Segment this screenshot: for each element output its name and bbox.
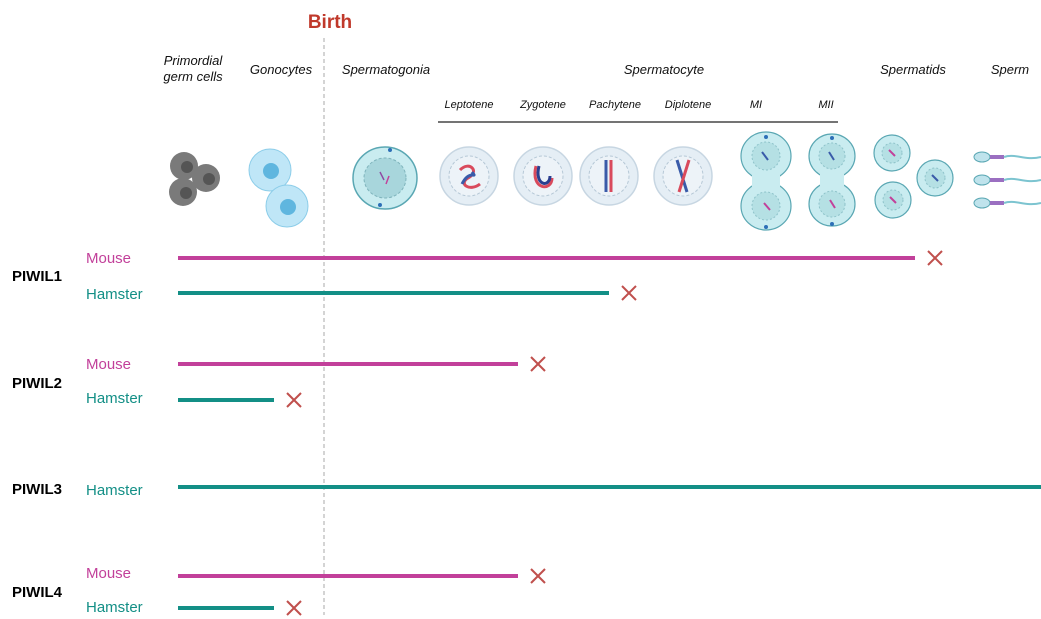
stage-label-sperm: Sperm <box>991 62 1029 77</box>
gonocytes-illustration <box>249 149 308 227</box>
stage-label-pgc-line1: Primordial <box>164 53 224 68</box>
species-label-piwil4-mouse: Mouse <box>86 565 131 582</box>
spermatogonia-illustration <box>353 147 417 209</box>
species-label-piwil2-hamster: Hamster <box>86 390 143 407</box>
species-label-piwil1-hamster: Hamster <box>86 286 143 303</box>
end-marker-piwil4-hamster <box>287 601 301 615</box>
meiosis-two-cell-illustration <box>809 134 855 226</box>
birth-label: Birth <box>308 12 352 33</box>
end-marker-piwil2-mouse <box>531 357 545 371</box>
zygotene-cell-illustration <box>514 147 572 205</box>
leptotene-cell-illustration <box>440 147 498 205</box>
end-marker-piwil1-hamster <box>622 286 636 300</box>
spermatids-illustration <box>874 135 953 218</box>
substage-mii: MII <box>818 99 833 111</box>
species-label-piwil3-hamster: Hamster <box>86 482 143 499</box>
end-marker-piwil4-mouse <box>531 569 545 583</box>
end-marker-piwil2-hamster <box>287 393 301 407</box>
substage-zygotene: Zygotene <box>519 99 566 111</box>
sperm-illustration <box>974 152 1041 208</box>
meiosis-one-cell-illustration <box>741 132 791 230</box>
gene-label-piwil3: PIWIL3 <box>12 481 62 498</box>
stage-label-spermatocyte: Spermatocyte <box>624 62 704 77</box>
substage-mi: MI <box>750 99 762 111</box>
species-label-piwil4-hamster: Hamster <box>86 599 143 616</box>
stage-label-pgc-line2: germ cells <box>163 69 223 84</box>
substage-leptotene: Leptotene <box>445 99 494 111</box>
diplotene-cell-illustration <box>654 147 712 205</box>
expression-bars <box>178 251 1041 615</box>
gene-label-piwil4: PIWIL4 <box>12 584 63 601</box>
species-label-piwil2-mouse: Mouse <box>86 356 131 373</box>
gene-label-piwil1: PIWIL1 <box>12 268 62 285</box>
stage-label-spermatids: Spermatids <box>880 62 946 77</box>
end-marker-piwil1-mouse <box>928 251 942 265</box>
substage-diplotene: Diplotene <box>665 99 711 111</box>
substage-pachytene: Pachytene <box>589 99 641 111</box>
stage-label-spermatogonia: Spermatogonia <box>342 62 430 77</box>
gene-label-piwil2: PIWIL2 <box>12 375 62 392</box>
stage-label-gonocytes: Gonocytes <box>250 62 313 77</box>
species-label-piwil1-mouse: Mouse <box>86 250 131 267</box>
pachytene-cell-illustration <box>580 147 638 205</box>
primordial-germ-cells-illustration <box>169 152 220 206</box>
